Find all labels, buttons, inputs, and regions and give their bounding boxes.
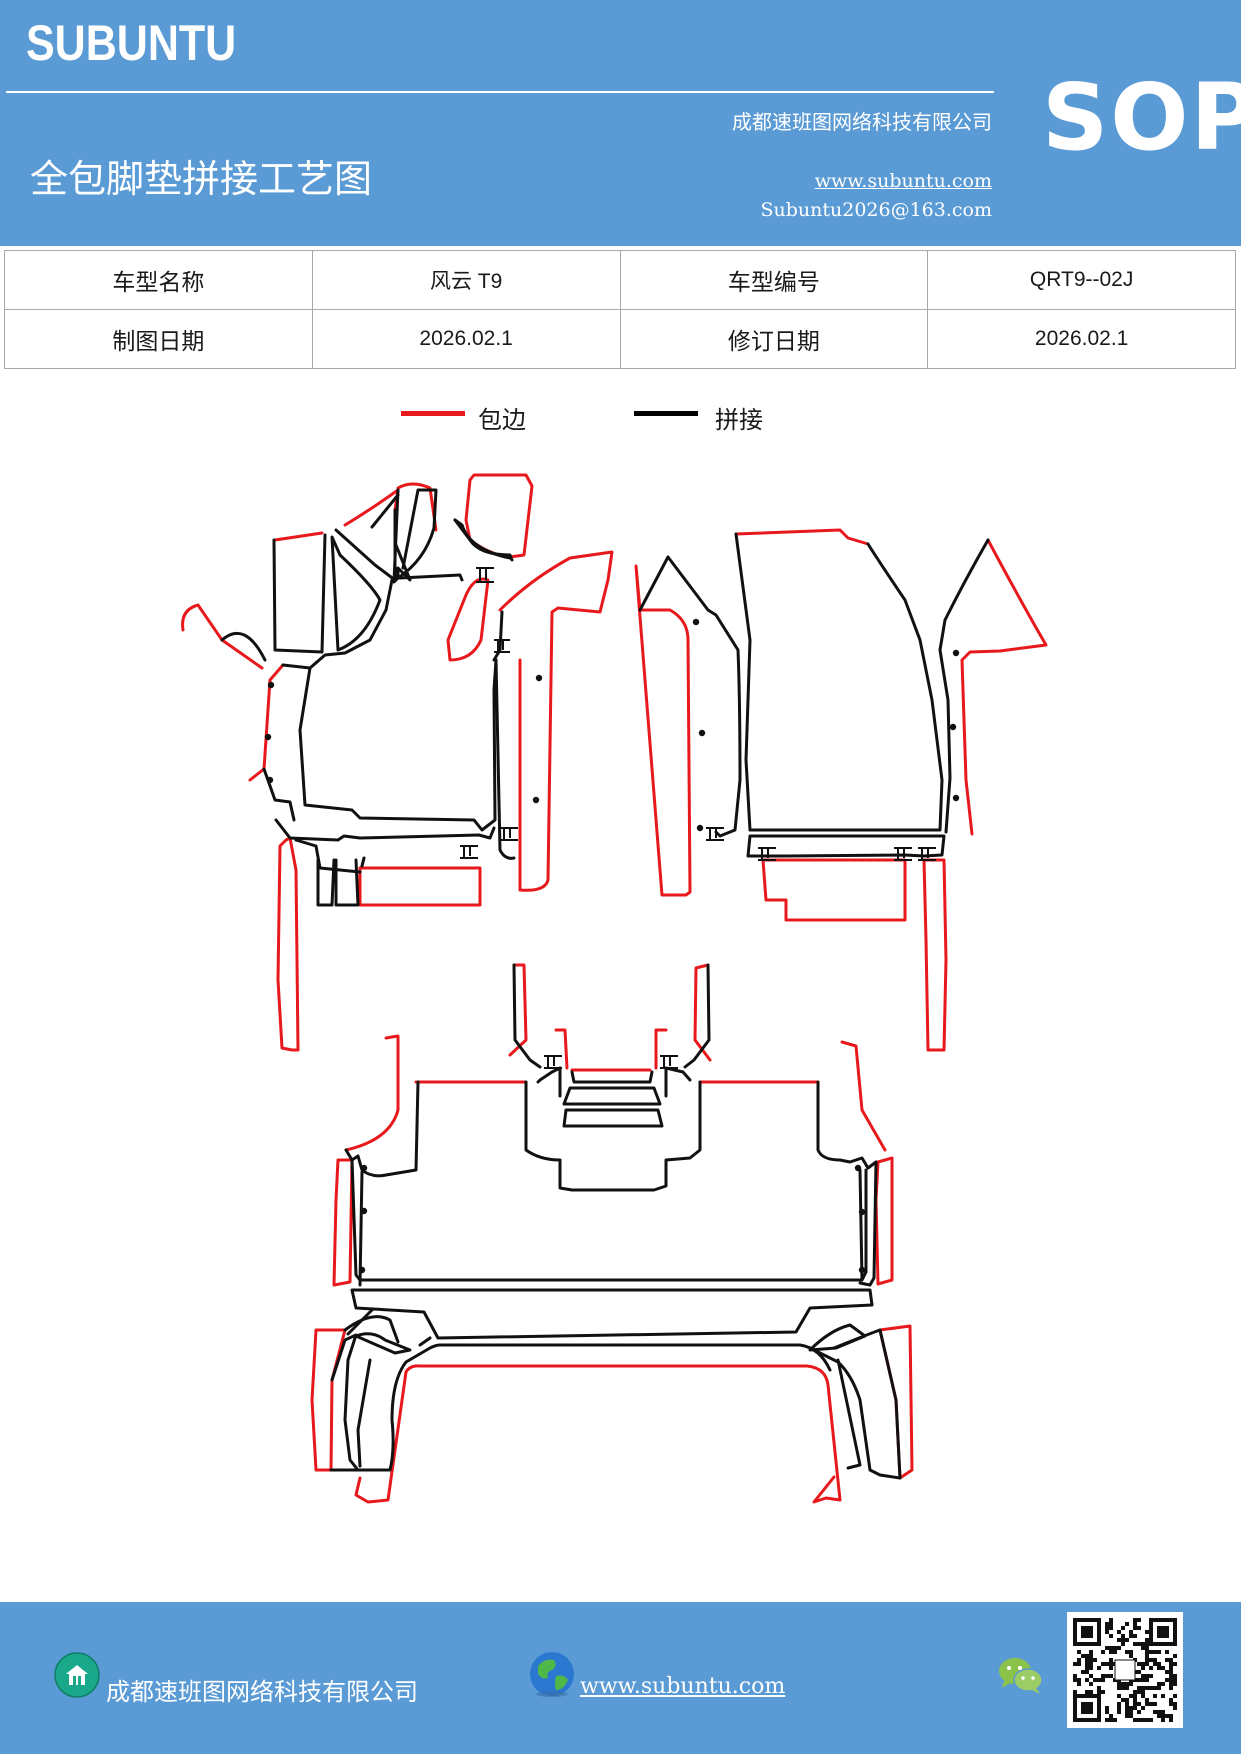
seam-mark xyxy=(758,847,776,861)
drawing-date-value: 2026.02.1 xyxy=(311,309,621,369)
fastener-dot xyxy=(267,681,275,689)
seam-mark xyxy=(544,1055,562,1069)
seam-mark xyxy=(706,827,724,841)
seam-marks xyxy=(460,567,936,1069)
qr-code-icon xyxy=(1067,1612,1183,1728)
table-row: 制图日期 2026.02.1 修订日期 2026.02.1 xyxy=(4,309,1236,369)
legend-label-edge: 包边 xyxy=(478,406,526,434)
legend-swatch-seam xyxy=(634,411,698,416)
fastener-dot xyxy=(532,796,540,804)
brand-logo: SUBUNTU xyxy=(26,15,237,71)
page-title: 全包脚垫拼接工艺图 xyxy=(30,157,373,201)
header-website-link[interactable]: www.subuntu.com xyxy=(814,170,992,192)
seam-mark xyxy=(460,845,478,859)
seam-mark xyxy=(500,827,518,841)
fastener-dot xyxy=(858,1266,866,1274)
seam-mark xyxy=(660,1055,678,1069)
qr-code-pattern xyxy=(1073,1618,1177,1722)
fastener-dot xyxy=(949,723,957,731)
home-icon xyxy=(54,1652,100,1698)
model-name-label: 车型名称 xyxy=(4,250,313,310)
header-email: Subuntu2026@163.com xyxy=(760,199,992,221)
model-code-value: QRT9--02J xyxy=(927,250,1236,310)
footer-company: 成都速班图网络科技有限公司 xyxy=(106,1678,418,1706)
model-code-label: 车型编号 xyxy=(619,250,929,310)
seam-mark xyxy=(476,567,494,583)
fastener-dot xyxy=(266,776,274,784)
header-company: 成都速班图网络科技有限公司 xyxy=(732,110,992,134)
fastener-dot xyxy=(854,1164,862,1172)
seam-mark xyxy=(494,639,510,653)
header-divider xyxy=(6,91,994,93)
table-row: 车型名称 风云 T9 车型编号 QRT9--02J xyxy=(4,250,1236,310)
fastener-dot xyxy=(535,674,543,682)
globe-icon xyxy=(530,1652,574,1697)
seam-lines xyxy=(220,488,990,1480)
footer-website-link[interactable]: www.subuntu.com xyxy=(580,1674,786,1699)
legend-label-seam: 拼接 xyxy=(715,406,763,434)
fastener-dot xyxy=(360,1164,368,1172)
fastener-dot xyxy=(952,794,960,802)
legend: 包边 拼接 xyxy=(0,400,1241,440)
legend-swatch-edge xyxy=(401,411,465,416)
vehicle-info-table: 车型名称 风云 T9 车型编号 QRT9--02J 制图日期 2026.02.1… xyxy=(4,250,1236,369)
revision-date-label: 修订日期 xyxy=(619,309,929,369)
fastener-dot xyxy=(952,649,960,657)
fastener-dot xyxy=(264,733,272,741)
fastener-dots xyxy=(264,618,960,1274)
fastener-dot xyxy=(692,618,700,626)
page-footer: 成都速班图网络科技有限公司 www.subuntu.com xyxy=(0,1602,1241,1754)
fastener-dot xyxy=(360,1207,368,1215)
drawing-date-label: 制图日期 xyxy=(4,309,313,369)
fastener-dot xyxy=(696,824,704,832)
model-name-value: 风云 T9 xyxy=(311,250,621,310)
fastener-dot xyxy=(858,1208,866,1216)
seam-mark xyxy=(894,847,912,861)
sop-badge: SOP xyxy=(1042,64,1241,171)
revision-date-value: 2026.02.1 xyxy=(927,309,1236,369)
seam-mark xyxy=(918,847,936,861)
page-header: SUBUNTU 成都速班图网络科技有限公司 全包脚垫拼接工艺图 www.subu… xyxy=(0,0,1241,246)
fastener-dot xyxy=(358,1266,366,1274)
fastener-dot xyxy=(698,729,706,737)
wechat-icon xyxy=(999,1658,1043,1694)
